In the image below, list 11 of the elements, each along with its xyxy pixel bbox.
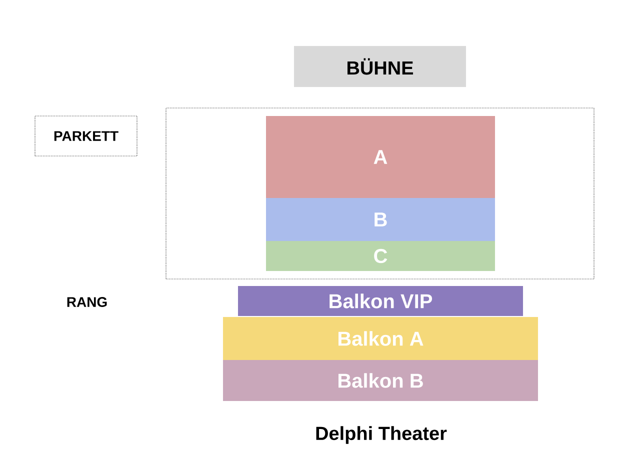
section-label: PARKETT [34, 116, 138, 156]
area-outline [166, 108, 594, 280]
stage-box: BÜHNE [294, 46, 466, 87]
section-label: RANG [67, 297, 107, 307]
seating-block: C [266, 241, 495, 271]
seating-block: A [266, 116, 495, 198]
seating-block: Balkon VIP [238, 286, 523, 316]
seating-block: Balkon B [223, 360, 538, 401]
seating-block: B [266, 198, 495, 241]
title: Delphi Theater [316, 426, 447, 444]
seating-block: Balkon A [223, 317, 538, 360]
